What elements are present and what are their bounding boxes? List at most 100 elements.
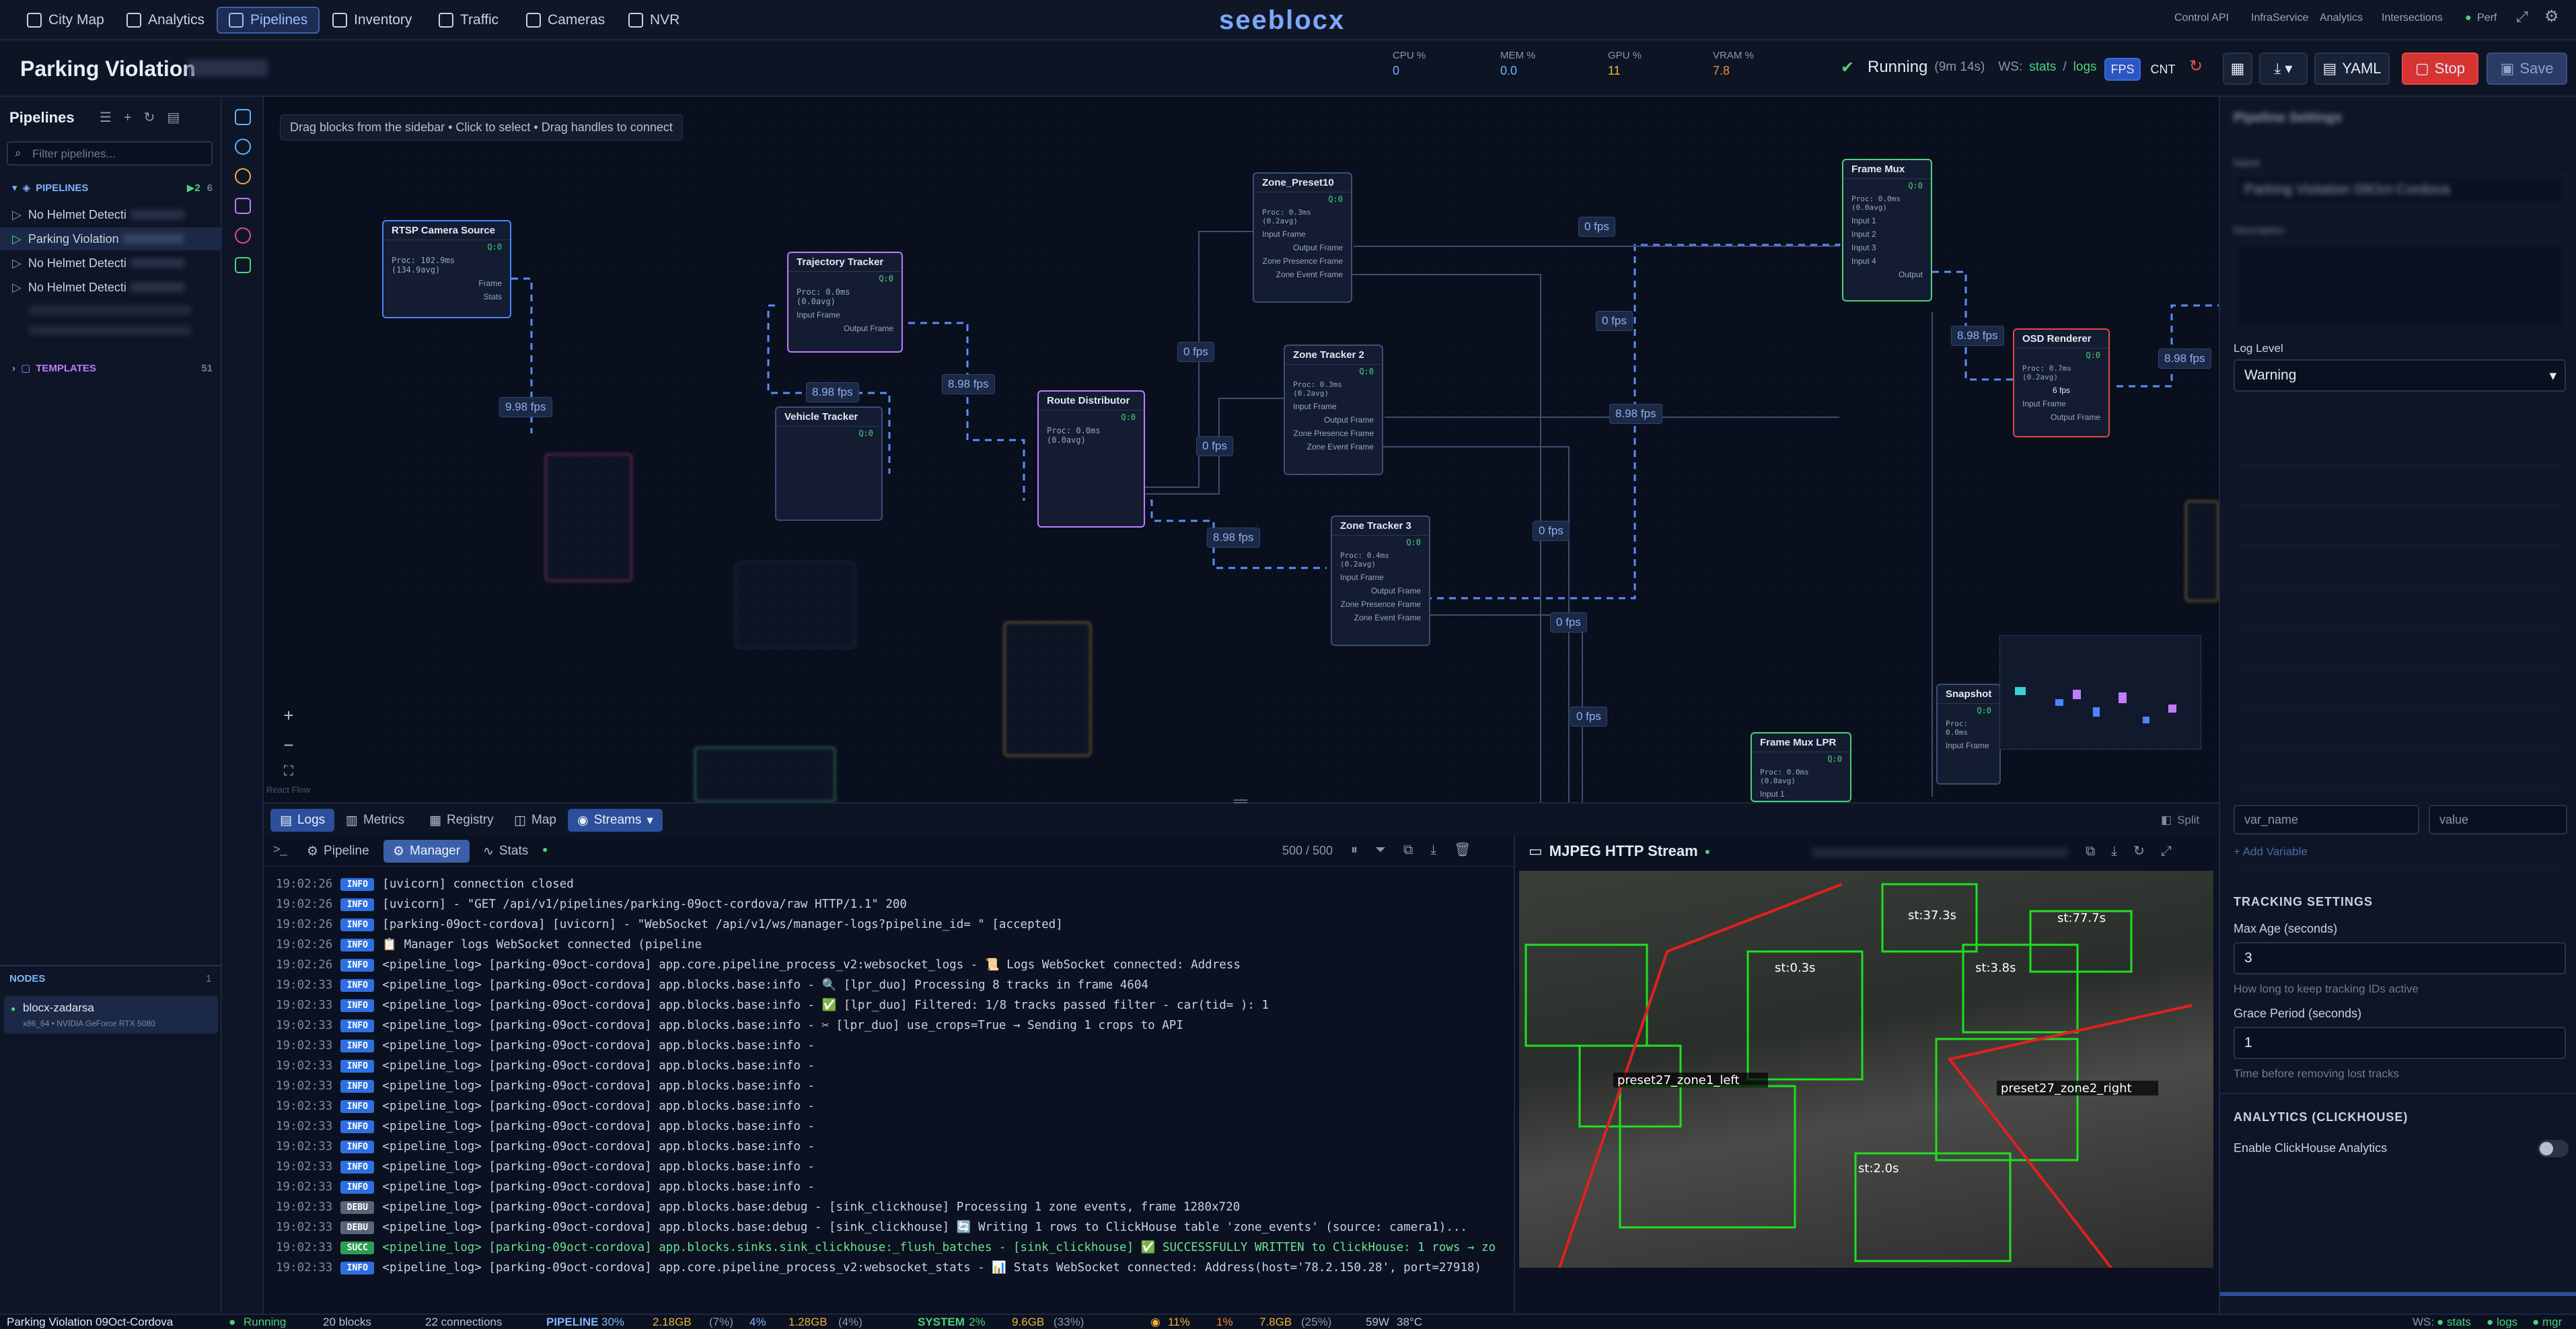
link-infraservice[interactable]: InfraService bbox=[2251, 12, 2309, 24]
description-field[interactable] bbox=[2234, 241, 2566, 328]
link-control-api[interactable]: Control API bbox=[2174, 12, 2229, 24]
link-perf[interactable]: Perf bbox=[2477, 12, 2497, 24]
node-osd-renderer[interactable]: OSD Renderer Q:0 Proc: 0.7ms (0.2avg) 6 … bbox=[2013, 328, 2110, 437]
node-zone-tracker-2[interactable]: Zone Tracker 2 Q:0 Proc: 0.3ms (0.2avg) … bbox=[1284, 345, 1383, 475]
stream-label: st:0.3s bbox=[1775, 961, 1816, 975]
camera-source-icon[interactable] bbox=[235, 109, 251, 125]
log-level-badge: INFO bbox=[340, 1079, 375, 1093]
settings-gear-icon[interactable]: ⚙ bbox=[2544, 7, 2559, 26]
pipeline-item[interactable]: ▷No Helmet Detecti bbox=[0, 252, 222, 275]
node-route-distributor[interactable]: Route Distributor Q:0 Proc: 0.0ms (0.0av… bbox=[1037, 390, 1145, 528]
var-value-input[interactable]: value bbox=[2429, 805, 2567, 834]
ai-model-icon[interactable] bbox=[235, 139, 251, 155]
node-card[interactable]: ● blocx-zadarsa x86_64 • NVIDIA GeForce … bbox=[4, 996, 218, 1034]
nav-pipelines[interactable]: Pipelines bbox=[217, 7, 320, 34]
analytics-title: ANALYTICS (CLICKHOUSE) bbox=[2234, 1110, 2408, 1124]
node-trajectory-tracker[interactable]: Trajectory Tracker Q:0 Proc: 0.0ms (0.0a… bbox=[787, 252, 903, 353]
link-analytics[interactable]: Analytics bbox=[2320, 12, 2363, 24]
node-partial[interactable] bbox=[2185, 501, 2219, 602]
nav-cameras[interactable]: Cameras bbox=[515, 7, 616, 34]
link-intersections[interactable]: Intersections bbox=[2382, 12, 2443, 24]
tracker-icon[interactable] bbox=[235, 168, 251, 184]
metric-mem: MEM %0.0 bbox=[1500, 50, 1536, 77]
template-icon: ▢ bbox=[21, 363, 31, 374]
search-icon: ⌕ bbox=[15, 147, 22, 159]
nav-city-map[interactable]: City Map bbox=[16, 7, 115, 34]
node-dimmed[interactable] bbox=[545, 454, 632, 581]
log-level-select[interactable]: Warning▾ bbox=[2234, 359, 2566, 392]
save-button[interactable]: ▣Save bbox=[2487, 52, 2567, 85]
grace-period-input[interactable]: 1 bbox=[2234, 1027, 2566, 1059]
pipeline-item-redacted bbox=[30, 306, 191, 315]
filter-pipelines-input[interactable]: ⌕ Filter pipelines... bbox=[7, 141, 213, 166]
analytics-toggle-label: Enable ClickHouse Analytics bbox=[2234, 1141, 2388, 1155]
tab-registry[interactable]: ▦Registry bbox=[429, 813, 494, 828]
name-field[interactable]: Parking Violation 09Oct-Cordova bbox=[2234, 174, 2566, 206]
log-message: [uvicorn] - "GET /api/v1/pipelines/parki… bbox=[382, 898, 907, 911]
node-vehicle-tracker[interactable]: Vehicle Tracker Q:0 bbox=[775, 406, 883, 521]
status-pipeline-vram-pct: (4%) bbox=[838, 1316, 862, 1328]
log-tab-pipeline[interactable]: ⚙Pipeline bbox=[307, 844, 369, 859]
broadcast-icon[interactable] bbox=[235, 227, 251, 244]
node-rtsp-camera-source[interactable]: RTSP Camera Source Q:0 Proc: 102.9ms (13… bbox=[382, 220, 511, 318]
tab-map[interactable]: ◫Map bbox=[514, 813, 556, 828]
panel-scrollbar[interactable] bbox=[2220, 1292, 2576, 1296]
tab-logs[interactable]: ▤Logs bbox=[270, 809, 335, 832]
stream-actions[interactable]: ⧉⤓↻⤢ bbox=[2086, 844, 2188, 859]
cnt-toggle[interactable]: CNT bbox=[2150, 62, 2176, 76]
node-frame-mux-lpr[interactable]: Frame Mux LPR Q:0 Proc: 0.0ms (0.0avg) I… bbox=[1751, 732, 1851, 802]
zoom-in-button[interactable]: + bbox=[283, 705, 294, 725]
section-pipelines[interactable]: ▾ ◈ PIPELINES ▶2 6 bbox=[12, 182, 213, 194]
nav-inventory[interactable]: Inventory bbox=[322, 7, 422, 34]
split-toggle[interactable]: ◧Split bbox=[2161, 814, 2200, 826]
log-tab-stats[interactable]: ∿Stats bbox=[483, 844, 529, 859]
node-frame-mux[interactable]: Frame Mux Q:0 Proc: 0.0ms (0.0avg) Input… bbox=[1842, 159, 1932, 301]
var-name-input[interactable]: var_name bbox=[2234, 805, 2419, 834]
node-dimmed[interactable] bbox=[1004, 622, 1091, 756]
title-redacted bbox=[187, 59, 268, 77]
node-dimmed[interactable] bbox=[694, 747, 836, 802]
log-actions[interactable]: ⏸⏷⧉⤓🗑 bbox=[1351, 842, 1489, 857]
pipeline-item[interactable]: ▷No Helmet Detecti bbox=[0, 276, 222, 299]
fullscreen-icon[interactable]: ⤢ bbox=[2516, 8, 2528, 25]
monitor-icon[interactable] bbox=[235, 257, 251, 273]
metric-vram: VRAM %7.8 bbox=[1713, 50, 1754, 77]
nav-analytics[interactable]: Analytics bbox=[116, 7, 215, 34]
node-zone-preset10[interactable]: Zone_Preset10 Q:0 Proc: 0.3ms (0.2avg) I… bbox=[1253, 172, 1352, 303]
stop-button[interactable]: ▢Stop bbox=[2402, 52, 2478, 85]
nav-traffic[interactable]: Traffic bbox=[428, 7, 509, 34]
pipeline-icon: ⚙ bbox=[307, 844, 319, 859]
node-dimmed[interactable] bbox=[735, 561, 856, 649]
logic-icon[interactable] bbox=[235, 198, 251, 214]
tab-streams[interactable]: ◉Streams▾ bbox=[568, 809, 663, 832]
yaml-button[interactable]: ▤YAML bbox=[2314, 52, 2390, 85]
pipeline-item[interactable]: ▷No Helmet Detecti bbox=[0, 203, 222, 226]
node-snapshot[interactable]: Snapshot Q:0 Proc: 0.0ms Input Frame bbox=[1936, 684, 2001, 785]
fit-view-button[interactable]: ⛶ bbox=[284, 764, 293, 779]
add-variable-button[interactable]: + Add Variable bbox=[2234, 845, 2308, 858]
node-zone-tracker-3[interactable]: Zone Tracker 3 Q:0 Proc: 0.4ms (0.2avg) … bbox=[1331, 515, 1430, 646]
section-templates[interactable]: › ▢ TEMPLATES 51 bbox=[12, 362, 213, 375]
analytics-toggle[interactable] bbox=[2538, 1140, 2569, 1157]
sidebar-actions[interactable]: ☰+↻▤ bbox=[100, 110, 192, 125]
fps-toggle[interactable]: FPS bbox=[2104, 58, 2141, 81]
log-panel: >_ ⚙Pipeline ⚙Manager ∿Stats ● 500 / 500… bbox=[264, 836, 1515, 1314]
nav-nvr[interactable]: NVR bbox=[618, 7, 690, 34]
log-tab-manager[interactable]: ⚙Manager bbox=[383, 840, 470, 863]
pipeline-canvas[interactable]: Drag blocks from the sidebar • Click to … bbox=[264, 97, 2219, 802]
tab-metrics[interactable]: ▥Metrics bbox=[346, 813, 405, 828]
max-age-input[interactable]: 3 bbox=[2234, 942, 2566, 974]
log-message: <pipeline_log> [parking-09oct-cordova] a… bbox=[382, 978, 1148, 992]
download-button[interactable]: ⤓ ▾ bbox=[2259, 52, 2308, 85]
minimap[interactable] bbox=[1999, 635, 2201, 750]
layout-grid-button[interactable]: ▦ bbox=[2223, 52, 2252, 85]
pipeline-item-selected[interactable]: ▷Parking Violation bbox=[0, 227, 222, 250]
stream-video[interactable]: preset27_zone1_left preset27_zone2_right… bbox=[1519, 871, 2213, 1268]
resize-handle[interactable] bbox=[1234, 799, 1247, 803]
pulse-icon: ∿ bbox=[483, 844, 494, 859]
zoom-out-button[interactable]: − bbox=[283, 734, 294, 755]
log-level-badge: INFO bbox=[340, 958, 375, 972]
reset-icon[interactable]: ↻ bbox=[2189, 57, 2203, 75]
